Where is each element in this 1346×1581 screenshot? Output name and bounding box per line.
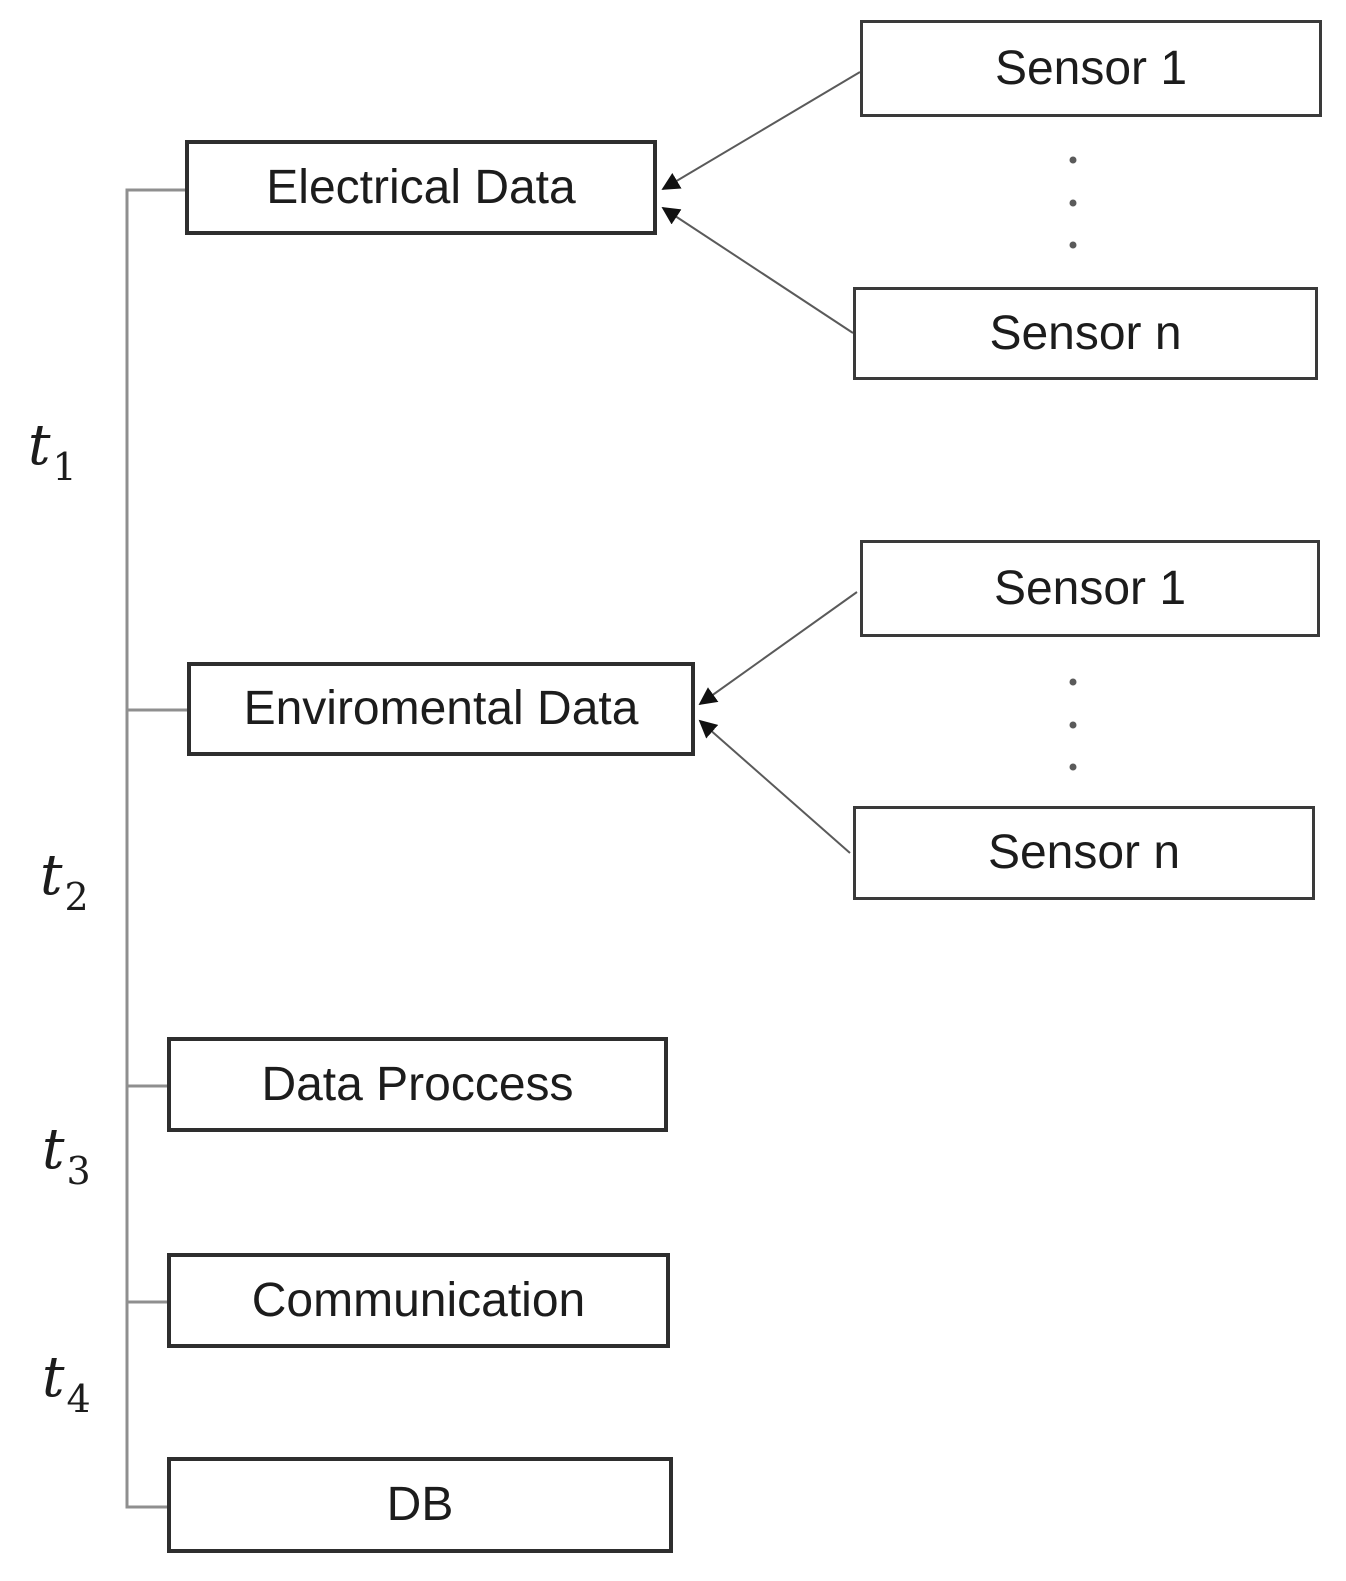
sensor-label: Sensor n	[989, 306, 1182, 360]
vertical-ellipsis-middle	[1069, 678, 1077, 771]
sensor-label: Sensor 1	[994, 41, 1188, 95]
stage-box-communication: Communication	[167, 1253, 670, 1348]
time-label-t3: t3	[42, 1117, 91, 1193]
sensor-label: Sensor 1	[993, 561, 1187, 615]
stage-label: Communication	[251, 1273, 586, 1327]
sensor-box-1-electrical: Sensor 1	[860, 20, 1322, 117]
time-label-t4: t4	[42, 1345, 91, 1421]
sensor-box-n-enviromental: Sensor n	[853, 806, 1315, 900]
stage-label: DB	[386, 1478, 454, 1531]
stage-box-electrical-data: Electrical Data	[185, 140, 657, 235]
stage-box-data-proccess: Data Proccess	[167, 1037, 668, 1132]
stage-box-db: DB	[167, 1457, 673, 1553]
time-label-t2: t2	[40, 843, 89, 919]
sensor-box-1-enviromental: Sensor 1	[860, 540, 1320, 637]
vertical-ellipsis-top	[1069, 156, 1077, 249]
stage-box-enviromental-data: Enviromental Data	[187, 662, 695, 756]
stage-label: Electrical Data	[266, 160, 576, 214]
sensor-link-lines-electrical	[661, 71, 861, 334]
sensor-box-n-electrical: Sensor n	[853, 287, 1318, 380]
stage-label: Data Proccess	[261, 1057, 574, 1111]
time-label-t1: t1	[28, 413, 77, 489]
timeline-connector	[125, 188, 188, 1509]
sensor-label: Sensor n	[987, 826, 1181, 879]
stage-label: Enviromental Data	[243, 682, 639, 735]
sensor-link-lines-enviromental	[698, 591, 858, 854]
